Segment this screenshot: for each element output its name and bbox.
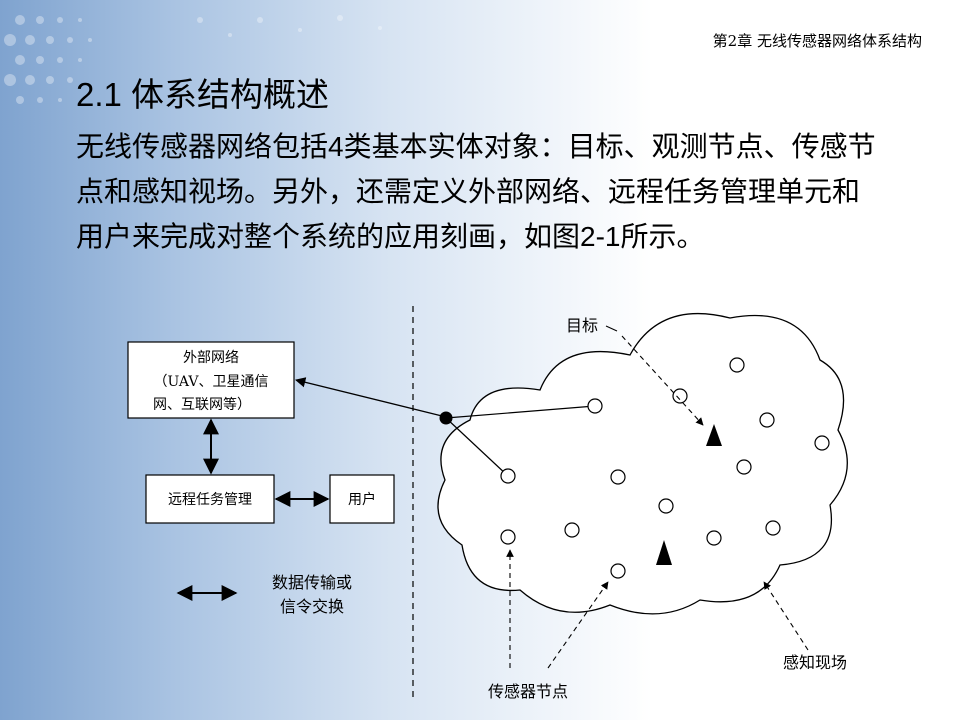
remote-task-mgmt-box: [145, 474, 275, 524]
sensor-node: [500, 468, 516, 484]
external-network-line3: 网、互联网等）: [153, 396, 251, 413]
sensor-node: [658, 498, 674, 514]
arrow-external-to-observer: [294, 377, 443, 417]
field-pointer: [763, 581, 809, 651]
target-label-tick: [605, 325, 618, 332]
remote-task-mgmt-label: 远程任务管理: [168, 492, 252, 508]
external-network-line2: （UAV、卫星通信: [154, 374, 269, 390]
external-network-box: [127, 341, 295, 419]
target-label: 目标: [566, 316, 598, 335]
link-observer-node1: [445, 405, 596, 419]
sensor-node: [729, 357, 745, 373]
sensor-node: [587, 398, 603, 414]
sensor-node: [500, 529, 516, 545]
chapter-header: 第2章 无线传感器网络体系结构: [712, 32, 922, 50]
target-triangle-icon: [656, 540, 672, 565]
sensing-field-cloud: [437, 312, 848, 615]
link-observer-node2: [445, 417, 509, 477]
user-box: [329, 474, 395, 524]
sensor-node: [814, 435, 830, 451]
sensor-node: [706, 530, 722, 546]
sensor-node: [672, 388, 688, 404]
sensor-node-label: 传感器节点: [488, 682, 568, 701]
sensor-node: [610, 563, 626, 579]
user-label: 用户: [348, 491, 376, 508]
page-title: 2.1 体系结构概述: [76, 76, 330, 113]
sensing-field-label: 感知现场: [783, 653, 847, 672]
legend-line1: 数据传输或: [272, 573, 352, 592]
sensor-node: [736, 459, 752, 475]
body-paragraph: 无线传感器网络包括4类基本实体对象：目标、观测节点、传感节点和感知视场。另外，还…: [76, 131, 876, 252]
external-network-line1: 外部网络: [183, 350, 239, 366]
sensor-node: [610, 469, 626, 485]
target-triangle-icon: [706, 424, 722, 446]
legend-line2: 信令交换: [280, 597, 344, 616]
sensor-node: [564, 522, 580, 538]
sensor-node: [759, 412, 775, 428]
target-pointer: [621, 335, 704, 426]
decorative-dots: [4, 15, 382, 104]
sensor-node: [765, 520, 781, 536]
